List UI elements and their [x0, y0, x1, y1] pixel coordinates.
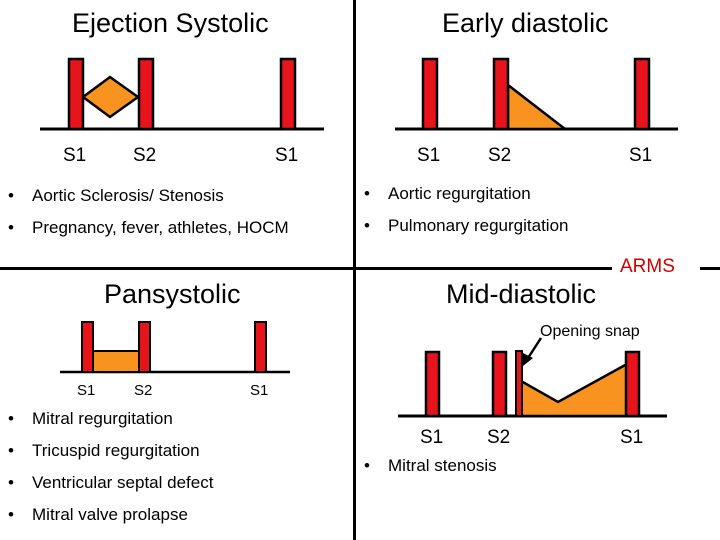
sound-s1-next	[254, 321, 267, 373]
opening-snap	[515, 350, 523, 417]
title-pansystolic: Pansystolic	[104, 279, 241, 309]
list-item: Ventricular septal defect	[6, 467, 213, 499]
sound-s2	[491, 350, 508, 418]
label-s1: S1	[77, 382, 95, 399]
label-s1-next: S1	[275, 145, 298, 166]
sound-s1	[81, 321, 94, 373]
title-early-diastolic: Early diastolic	[442, 8, 609, 38]
mid-diastolic-causes: Mitral stenosis	[362, 450, 497, 482]
label-s1: S1	[417, 145, 440, 166]
diamond-murmur	[80, 75, 141, 119]
sound-s1-next	[279, 57, 297, 131]
sound-s1-next	[624, 350, 641, 418]
list-item: Pulmonary regurgitation	[362, 210, 568, 242]
mid-diastolic-diagram: Opening snap S1 S2 S1	[398, 323, 667, 448]
sound-s1-next	[633, 57, 651, 131]
arms-watermark: ARMS	[620, 256, 675, 277]
vertical-divider	[353, 0, 356, 540]
arrow-head	[523, 353, 533, 366]
horizontal-divider-left	[0, 267, 353, 270]
pansystolic-diagram: S1 S2 S1	[60, 321, 290, 399]
holosystolic-murmur	[92, 350, 140, 373]
rumble-murmur	[519, 361, 629, 418]
ejection-systolic-causes: Aortic Sclerosis/ Stenosis Pregnancy, fe…	[6, 180, 289, 244]
label-s1-next: S1	[250, 382, 268, 399]
list-item: Aortic Sclerosis/ Stenosis	[6, 180, 289, 212]
horizontal-divider-right-end	[700, 267, 720, 270]
horizontal-divider-right	[356, 267, 612, 270]
early-diastolic-diagram: S1 S2 S1	[395, 57, 678, 166]
list-item: Pregnancy, fever, athletes, HOCM	[6, 212, 289, 244]
label-s2: S2	[488, 145, 511, 166]
list-item: Mitral regurgitation	[6, 403, 213, 435]
title-ejection-systolic: Ejection Systolic	[72, 8, 269, 38]
opening-snap-label: Opening snap	[540, 323, 640, 340]
decrescendo-murmur	[506, 82, 569, 131]
list-item: Mitral stenosis	[362, 450, 497, 482]
sound-s1	[67, 57, 85, 131]
sound-s2	[492, 57, 510, 131]
sound-s2	[138, 321, 151, 373]
list-item: Aortic regurgitation	[362, 178, 568, 210]
opening-snap-arrow	[526, 337, 543, 359]
label-s2: S2	[133, 145, 156, 166]
list-item: Mitral valve prolapse	[6, 499, 213, 531]
label-s2: S2	[134, 382, 152, 399]
ejection-systolic-diagram: S1 S2 S1	[40, 57, 324, 166]
pansystolic-causes: Mitral regurgitation Tricuspid regurgita…	[6, 403, 213, 531]
sound-s1	[421, 57, 439, 131]
sound-s1	[424, 350, 441, 418]
early-diastolic-causes: Aortic regurgitation Pulmonary regurgita…	[362, 178, 568, 242]
label-s2: S2	[487, 427, 510, 448]
sound-s2	[137, 57, 155, 131]
label-s1: S1	[63, 145, 86, 166]
label-s1-next: S1	[629, 145, 652, 166]
label-s1: S1	[420, 427, 443, 448]
title-mid-diastolic: Mid-diastolic	[446, 279, 597, 309]
label-s1-next: S1	[620, 427, 643, 448]
list-item: Tricuspid regurgitation	[6, 435, 213, 467]
